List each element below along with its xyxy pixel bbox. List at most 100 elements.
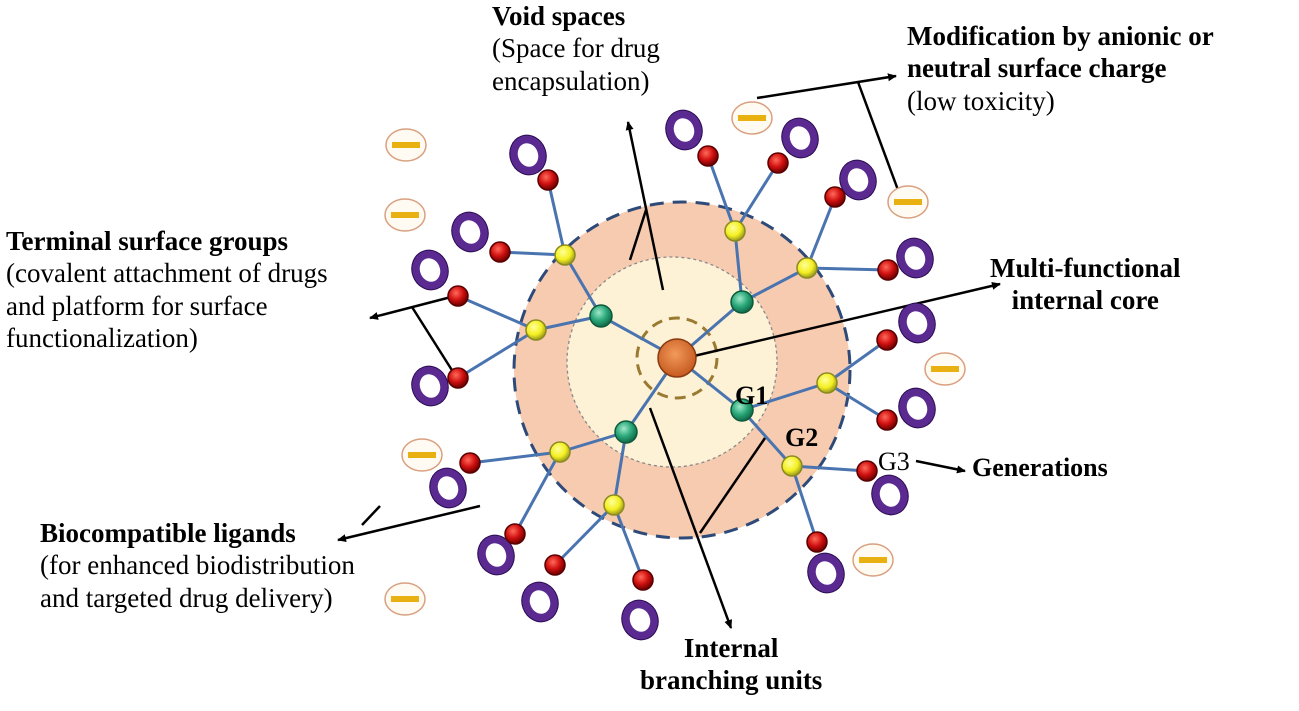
branch-g2-terminal — [612, 504, 645, 581]
branch-g1-g2 — [733, 230, 744, 303]
core-title-2: internal core — [1011, 285, 1159, 316]
branch-g2-terminal — [790, 465, 819, 543]
void-spaces-label: Void spaces (Space for drug encapsulatio… — [492, 0, 660, 97]
ligand-ring-outline — [896, 237, 934, 279]
ligand-ring — [665, 110, 703, 150]
branch-g2-terminal — [457, 328, 537, 380]
ligand-ring-outline — [411, 249, 449, 291]
dendrimer-nodes — [384, 101, 966, 641]
minus-sign-icon — [738, 115, 766, 121]
branch-g1-g2 — [741, 266, 808, 304]
ligand-ring-outline — [665, 109, 703, 151]
branch-g2-terminal — [806, 266, 889, 272]
ligand-ring — [781, 118, 819, 158]
core-node — [657, 338, 697, 378]
terminal-surface-group — [489, 241, 511, 263]
ligand-ring — [898, 388, 936, 428]
branch-g2-terminal — [513, 451, 562, 535]
g2-branch-node — [724, 220, 746, 242]
void-spaces-title: Void spaces — [492, 1, 626, 31]
biocompatible-arrow-branch — [361, 505, 381, 526]
branch-g2-terminal — [499, 250, 566, 257]
minus-sign-icon — [392, 142, 420, 148]
ligand-ring — [429, 468, 467, 508]
g2-branch-node — [549, 441, 571, 463]
modification-title-2: neutral surface charge — [907, 53, 1167, 84]
branching-label: Internal branching units — [640, 632, 822, 697]
biocompatible-desc-2: and targeted drug delivery) — [40, 582, 333, 613]
g1-branch-node — [730, 398, 754, 422]
ligand-ring — [839, 160, 877, 200]
ligand-ring-outline — [898, 302, 936, 344]
ligand-ring-outline — [509, 134, 547, 176]
g1-branch-node — [730, 290, 754, 314]
g2-branch-node — [816, 372, 838, 394]
terminal-surface-group — [537, 169, 559, 191]
ligand-ring — [621, 600, 659, 640]
ligand-ring — [509, 135, 547, 175]
branch-g1-g2 — [612, 431, 628, 506]
minus-sign-icon — [408, 452, 436, 458]
terminal-surface-group — [544, 554, 566, 576]
minus-sign-icon — [859, 557, 887, 563]
ligand-ring-outline — [807, 552, 845, 594]
annotation-lines — [337, 73, 1001, 629]
ligand-ring — [411, 366, 449, 406]
terminal-surface-group — [459, 452, 481, 474]
minus-sign-icon — [391, 212, 419, 218]
ligand-ring — [807, 553, 845, 593]
ligand-ring-outline — [451, 211, 489, 253]
modification-arrow — [756, 73, 897, 100]
terminal-surface-group — [856, 460, 878, 482]
terminal-arrow-branch — [410, 306, 457, 376]
ligand-ring-outline — [781, 117, 819, 159]
terminal-surface-group — [504, 523, 526, 545]
terminal-surface-group — [824, 186, 846, 208]
void-arrow-branch — [628, 209, 648, 261]
branch-g2-terminal — [733, 162, 780, 232]
ligand-ring — [521, 582, 559, 622]
terminal-title: Terminal surface groups — [6, 226, 289, 256]
modification-label: Modification by anionic or neutral surfa… — [907, 20, 1214, 117]
branch-g2-terminal — [791, 464, 868, 473]
ligand-ring — [411, 250, 449, 290]
branch-g2-terminal — [546, 179, 567, 256]
ligand-ring-outline — [839, 159, 877, 201]
branching-title-1: Internal — [683, 633, 779, 663]
generations-arrow — [915, 459, 966, 474]
branching-arrow — [648, 407, 733, 629]
core-label: Multi-functional internal core — [990, 252, 1181, 317]
ligand-ring — [898, 303, 936, 343]
g2-branch-node — [603, 494, 625, 516]
ligand-ring — [477, 535, 515, 575]
g1-branch-node — [589, 304, 613, 328]
terminal-surface-group — [876, 329, 898, 351]
ligand-ring-outline — [429, 467, 467, 509]
g2-branch-node — [525, 319, 547, 341]
terminal-groups-label: Terminal surface groups (covalent attach… — [6, 225, 328, 355]
terminal-surface-group — [447, 285, 469, 307]
minus-sign-icon — [894, 199, 922, 205]
modification-desc: (low toxicity) — [907, 85, 1055, 116]
ligand-ring-outline — [411, 365, 449, 407]
core-arrow — [693, 281, 1001, 358]
branching-arrow-branch — [698, 437, 767, 534]
terminal-surface-group — [447, 367, 469, 389]
terminal-surface-group — [877, 259, 899, 281]
terminal-desc-2: and platform for surface — [6, 290, 268, 321]
minus-sign-icon — [931, 366, 959, 372]
ligand-ring-outline — [621, 599, 659, 641]
ligand-ring-outline — [871, 474, 909, 516]
ligand-ring-outline — [477, 534, 515, 576]
ligand-ring — [871, 475, 909, 515]
core-boundary — [635, 316, 719, 400]
ligand-ring — [896, 238, 934, 278]
generations-label: Generations — [972, 453, 1108, 482]
branch-g1-g2 — [740, 409, 794, 467]
terminal-desc-3: functionalization) — [6, 323, 198, 354]
biocompatible-label: Biocompatible ligands (for enhanced biod… — [40, 517, 355, 614]
biocompatible-desc-1: (for enhanced biodistribution — [40, 550, 355, 581]
g1-branch-node — [614, 420, 638, 444]
core-title-1: Multi-functional — [990, 253, 1181, 283]
